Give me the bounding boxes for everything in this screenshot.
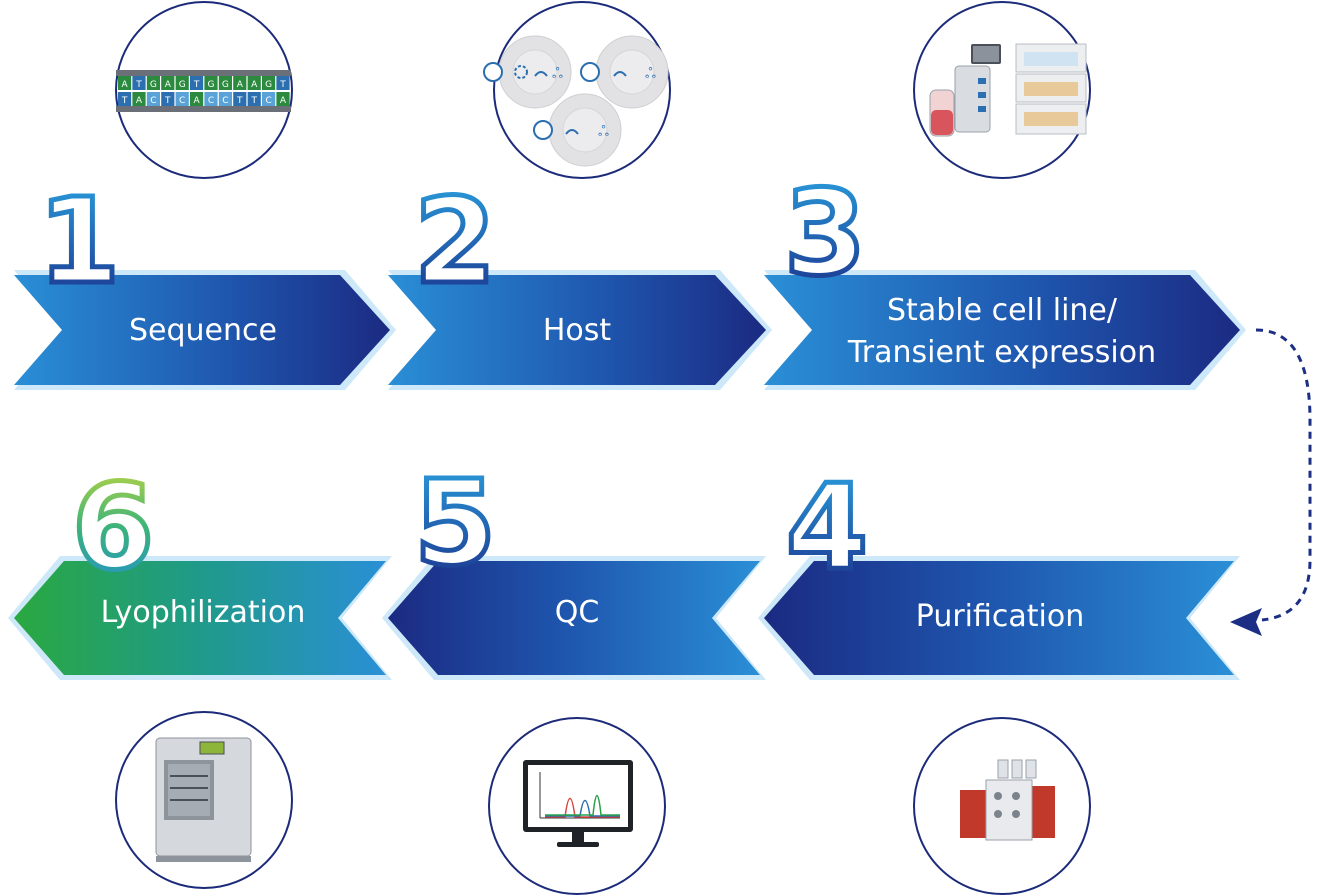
dna-bottom-base-9: T [247, 92, 261, 106]
freeze-dryer-icon [155, 737, 252, 862]
dna-top-base-4: G [175, 76, 189, 90]
connector-arrow-3-to-4 [1255, 328, 1312, 622]
dna-top-base-2: G [146, 76, 160, 90]
dna-bottom-base-0: T [118, 92, 132, 106]
svg-text:T: T [236, 96, 243, 106]
step2-arrow [388, 270, 772, 390]
svg-text:C: C [179, 96, 185, 106]
step2-label: Host [543, 313, 612, 348]
step4-label: Purification [916, 599, 1085, 634]
svg-text:A: A [280, 96, 287, 106]
connector-arrowhead [1230, 608, 1262, 636]
svg-text:G: G [179, 80, 186, 90]
step5-label: QC [555, 595, 600, 630]
dna-top-base-11: T [276, 76, 290, 90]
svg-text:T: T [279, 80, 286, 90]
step3-arrow [764, 270, 1246, 390]
dna-bottom-base-1: A [132, 92, 146, 106]
chromatogram-monitor-icon [523, 760, 633, 847]
step5-arrow [382, 556, 766, 680]
dna-top-base-0: A [118, 76, 132, 90]
step1-icon-circle [115, 1, 293, 179]
svg-text:T: T [164, 96, 171, 106]
dna-top-base-5: T [190, 76, 204, 90]
dna-top-base-6: G [204, 76, 218, 90]
step3-label-line1: Stable cell line/ [887, 293, 1118, 328]
svg-text:T: T [250, 96, 257, 106]
svg-text:C: C [222, 96, 228, 106]
step3-label-line2: Transient expression [847, 335, 1156, 370]
svg-text:A: A [251, 80, 258, 90]
bioreactor-icon [929, 43, 1087, 137]
dna-bottom-base-2: C [146, 92, 160, 106]
step1-label: Sequence [129, 313, 277, 348]
svg-text:G: G [208, 80, 215, 90]
svg-text:A: A [136, 96, 143, 106]
svg-text:A: A [237, 80, 244, 90]
step4-arrow [758, 556, 1240, 680]
step1-arrow [14, 270, 396, 390]
dna-top-base-1: T [132, 76, 146, 90]
step6-label: Lyophilization [101, 595, 306, 630]
dna-bottom-base-4: C [175, 92, 189, 106]
svg-text:C: C [208, 96, 214, 106]
svg-text:ஃ: ஃ [552, 66, 563, 82]
dna-bottom-base-11: A [276, 92, 290, 106]
dna-bottom-base-10: C [262, 92, 276, 106]
svg-text:T: T [135, 80, 142, 90]
dna-bottom-base-8: T [233, 92, 247, 106]
svg-text:ஃ: ஃ [598, 124, 609, 140]
svg-text:C: C [265, 96, 271, 106]
step5-number: 5 [414, 454, 496, 592]
svg-text:G: G [265, 80, 272, 90]
step4-number: 4 [786, 458, 868, 596]
dna-top-base-8: A [233, 76, 247, 90]
dna-bottom-base-7: C [218, 92, 232, 106]
step6-number: 6 [72, 458, 154, 596]
dna-top-base-9: A [247, 76, 261, 90]
dna-top-base-7: G [218, 76, 232, 90]
dna-bottom-base-5: A [190, 92, 204, 106]
svg-text:T: T [193, 80, 200, 90]
svg-text:G: G [150, 80, 157, 90]
step3-number: 3 [784, 164, 866, 302]
svg-text:A: A [194, 96, 201, 106]
svg-text:C: C [150, 96, 156, 106]
svg-text:A: A [122, 80, 129, 90]
svg-text:T: T [121, 96, 128, 106]
dna-bottom-base-6: C [204, 92, 218, 106]
dna-top-base-10: G [262, 76, 276, 90]
step6-arrow [8, 556, 392, 680]
dna-top-base-3: A [161, 76, 175, 90]
svg-text:A: A [165, 80, 172, 90]
dna-bottom-base-3: T [161, 92, 175, 106]
svg-text:G: G [222, 80, 229, 90]
step1-number: 1 [38, 172, 120, 310]
step2-number: 2 [414, 172, 496, 310]
host-cells-icon: ஃ ஃ ஃ [483, 35, 669, 167]
chromatography-system-icon [960, 759, 1055, 841]
svg-text:ஃ: ஃ [645, 66, 656, 82]
